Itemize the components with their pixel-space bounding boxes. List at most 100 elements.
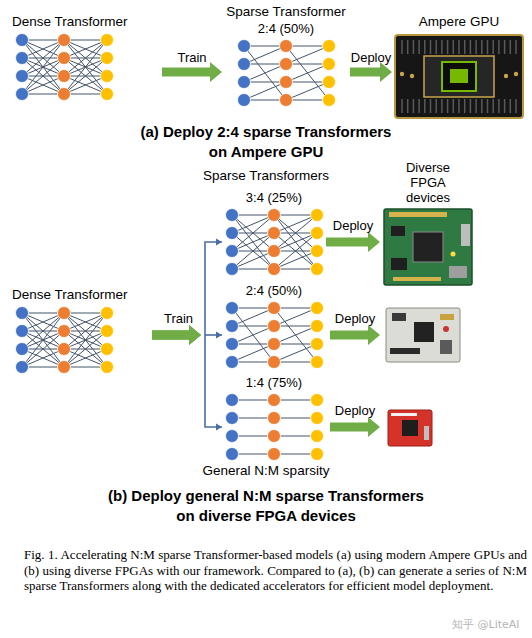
heatsink-fin (504, 99, 506, 113)
heatsink-fin (435, 40, 437, 54)
node-heading: Diverse FPGA devices (396, 160, 460, 205)
network-neuron (226, 227, 239, 240)
arrow-shaft (326, 232, 380, 252)
network-link (64, 313, 107, 367)
network-neuron (16, 307, 29, 320)
network-neuron (101, 325, 114, 338)
network-link (274, 308, 317, 326)
network-neuron (268, 448, 281, 461)
heatsink-fin (424, 40, 426, 54)
board-connector (424, 426, 429, 440)
node-heading: Ampere GPU (392, 14, 526, 30)
network-neuron (226, 263, 239, 276)
network-link (64, 76, 107, 94)
dense-network: Dense Transformer (12, 14, 162, 102)
heatsink-fin (498, 40, 500, 54)
network-neuron (16, 361, 29, 374)
board-led (451, 252, 456, 257)
board-part (391, 226, 405, 236)
node-heading: 2:4 (50%) (222, 283, 326, 298)
gpu-logo-mark (450, 69, 468, 83)
arrow-shaft (152, 325, 201, 345)
arrow-head (216, 239, 222, 246)
board-part (392, 313, 406, 321)
network-neuron (268, 430, 281, 443)
network-neuron (311, 448, 324, 461)
network-neuron (311, 263, 324, 276)
network-neuron (311, 394, 324, 407)
heatsink-fin (418, 99, 420, 113)
network-neuron (58, 343, 71, 356)
heatsink-fin (504, 40, 506, 54)
network-link (286, 46, 329, 64)
heatsink-fin (510, 99, 512, 113)
network-link (64, 40, 107, 58)
network-neuron (16, 88, 29, 101)
heatsink-fin (413, 40, 415, 54)
network-link (274, 215, 317, 269)
heatsink-fin (453, 40, 455, 54)
network-neuron (226, 338, 239, 351)
network-illustration (12, 305, 117, 375)
network-neuron (268, 263, 281, 276)
network-neuron (58, 70, 71, 83)
heatsink-fin (515, 99, 517, 113)
board-header (391, 413, 417, 416)
heatsink-fin (458, 99, 460, 113)
network-link (64, 313, 107, 331)
heatsink-fin (470, 40, 472, 54)
deploy-arrow (350, 62, 392, 82)
network-neuron (226, 412, 239, 425)
network-neuron (268, 394, 281, 407)
sparse-network: Sparse Transformer2:4 (50%) (222, 4, 350, 108)
network-neuron (322, 40, 335, 53)
sparsity-ratio: 2:4 (50%) (222, 21, 350, 36)
network-link (64, 40, 107, 58)
arrow-head (216, 332, 222, 339)
network-neuron (16, 34, 29, 47)
gpu-chip (442, 62, 476, 91)
heatsink-fin (430, 99, 432, 113)
heatsink-fin (418, 40, 420, 54)
network-neuron (237, 94, 250, 107)
network-link (22, 313, 64, 367)
network-neuron (226, 448, 239, 461)
node-heading: Dense Transformer (12, 287, 152, 303)
board-body (386, 308, 460, 362)
network-neuron (101, 34, 114, 47)
fpga-board-illustration (386, 308, 460, 362)
network-link (286, 46, 329, 100)
network-neuron (311, 245, 324, 258)
gpu-board (395, 35, 523, 118)
board-header (389, 212, 447, 217)
heatsink-fin (487, 99, 489, 113)
network-neuron (268, 245, 281, 258)
heatsink-fin (464, 40, 466, 54)
deploy-arrow (326, 232, 380, 252)
train-arrow (162, 62, 222, 82)
board-part (440, 340, 452, 354)
heatsink-fin (487, 40, 489, 54)
arrow-label: Train (177, 50, 206, 65)
gpu-illustration (394, 34, 524, 119)
node-heading: 1:4 (75%) (222, 375, 326, 390)
network-neuron (226, 394, 239, 407)
network-link (22, 40, 64, 94)
network-neuron (268, 338, 281, 351)
arrow-label: Train (164, 311, 193, 326)
network-neuron (101, 88, 114, 101)
sparse-network: 1:4 (75%) (222, 375, 326, 462)
network-neuron (101, 52, 114, 65)
network-neuron (58, 325, 71, 338)
network-neuron (279, 94, 292, 107)
network-link (274, 308, 317, 362)
board-chip (402, 420, 418, 436)
network-neuron (237, 76, 250, 89)
arrow-shaft (162, 62, 222, 82)
fpga-board-illustration (388, 410, 432, 446)
network-neuron (279, 58, 292, 71)
network-neuron (101, 361, 114, 374)
fpga-device: Diverse FPGA devices (380, 160, 476, 286)
network-illustration (222, 392, 327, 462)
network-link (64, 40, 107, 94)
